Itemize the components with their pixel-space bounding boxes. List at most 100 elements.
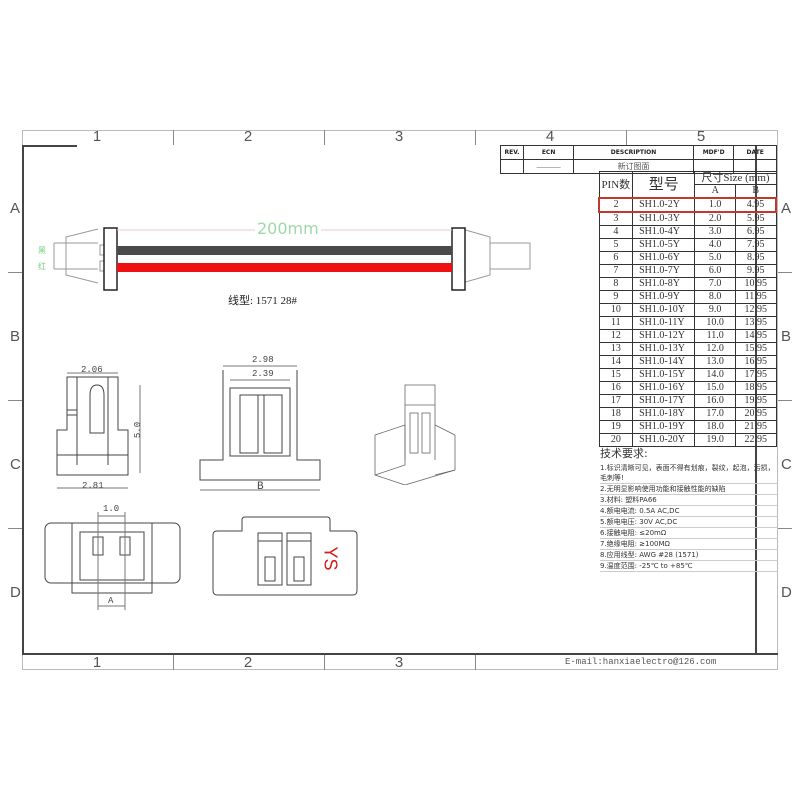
date-header: DATE <box>733 145 777 160</box>
dim-pitch: 1.0 <box>103 504 120 514</box>
requirement-item: 2.无明显影响使用功能和接触性能的缺陷 <box>600 484 778 495</box>
mdfd-header: MDF'D <box>692 145 735 160</box>
spec-cell-a: 16.0 <box>694 394 736 408</box>
spec-cell-b: 13.95 <box>734 316 777 330</box>
zone-top-5: 5 <box>696 128 706 145</box>
pin-header: PIN数 <box>598 171 634 199</box>
spec-cell-a: 13.0 <box>694 355 736 369</box>
spec-cell-a: 3.0 <box>694 225 736 239</box>
dim-front-inner: 2.39 <box>252 369 274 379</box>
spec-cell-pin: 17 <box>598 394 634 408</box>
email-label: E-mail:hanxiaelectro@126.com <box>565 657 717 667</box>
spec-cell-a: 7.0 <box>694 277 736 291</box>
red-wire <box>117 263 452 272</box>
spec-cell-model: SH1.0-10Y <box>632 303 696 317</box>
spec-cell-a: 1.0 <box>694 197 736 213</box>
black-wire <box>117 246 452 255</box>
spec-cell-model: SH1.0-8Y <box>632 277 696 291</box>
spec-cell-model: SH1.0-18Y <box>632 407 696 421</box>
spec-cell-model: SH1.0-13Y <box>632 342 696 356</box>
dim-front-b: B <box>257 481 264 493</box>
top-view-drawing <box>212 516 358 596</box>
right-connector-body <box>451 227 466 291</box>
spec-cell-a: 2.0 <box>694 211 736 226</box>
b-header: B <box>734 184 777 199</box>
spec-cell-model: SH1.0-5Y <box>632 238 696 252</box>
zone-top-1: 1 <box>92 128 102 145</box>
spec-cell-model: SH1.0-7Y <box>632 264 696 278</box>
zone-left-B: B <box>10 328 21 345</box>
front-view-drawing <box>199 365 321 491</box>
side-view-drawing <box>56 372 141 489</box>
spec-cell-b: 5.95 <box>734 211 777 226</box>
spec-cell-a: 14.0 <box>694 368 736 382</box>
spec-cell-pin: 10 <box>598 303 634 317</box>
model-header: 型号 <box>632 171 696 199</box>
zone-left-D: D <box>10 584 21 601</box>
spec-cell-pin: 2 <box>598 197 634 213</box>
spec-cell-pin: 7 <box>598 264 634 278</box>
spec-cell-model: SH1.0-16Y <box>632 381 696 395</box>
technical-requirements: 技术要求: 1.标识清晰可见，表面不得有划痕，裂纹，起泡，污损，毛刺等! 2.无… <box>600 445 778 572</box>
requirement-item: 7.绝缘电阻: ≥100MΩ <box>600 539 778 550</box>
spec-cell-b: 14.95 <box>734 329 777 343</box>
zone-right-D: D <box>781 584 792 601</box>
spec-cell-a: 8.0 <box>694 290 736 304</box>
requirement-item: 5.额电电压: 30V AC,DC <box>600 517 778 528</box>
spec-cell-pin: 9 <box>598 290 634 304</box>
black-wire-label: 黑 <box>38 246 46 255</box>
spec-cell-pin: 12 <box>598 329 634 343</box>
isometric-view-drawing <box>374 384 456 485</box>
spec-cell-a: 5.0 <box>694 251 736 265</box>
spec-cell-model: SH1.0-17Y <box>632 394 696 408</box>
size-header: 尺寸Size (mm) <box>694 171 777 185</box>
revision-table: REV. ECN DESCRIPTION MDF'D DATE ——— 新订图面 <box>500 145 777 174</box>
spec-cell-a: 11.0 <box>694 329 736 343</box>
spec-cell-model: SH1.0-14Y <box>632 355 696 369</box>
spec-cell-model: SH1.0-4Y <box>632 225 696 239</box>
requirement-item: 9.温度范围: -25℃ to +85℃ <box>600 561 778 572</box>
dim-side-height: 5.0 <box>133 421 144 439</box>
spec-cell-model: SH1.0-11Y <box>632 316 696 330</box>
dim-a: A <box>108 596 114 606</box>
spec-cell-model: SH1.0-2Y <box>632 197 696 213</box>
spec-cell-pin: 8 <box>598 277 634 291</box>
requirements-title: 技术要求: <box>600 447 648 460</box>
spec-cell-pin: 5 <box>598 238 634 252</box>
frame-bottom-edge <box>385 653 757 655</box>
spec-cell-a: 19.0 <box>694 433 736 447</box>
spec-cell-pin: 4 <box>598 225 634 239</box>
spec-cell-b: 15.95 <box>734 342 777 356</box>
requirement-item: 1.标识清晰可见，表面不得有划痕，裂纹，起泡，污损，毛刺等! <box>600 463 778 484</box>
brand-mark: YS <box>320 546 341 571</box>
spec-cell-b: 16.95 <box>734 355 777 369</box>
spec-cell-b: 21.95 <box>734 420 777 434</box>
spec-cell-b: 19.95 <box>734 394 777 408</box>
spec-cell-b: 10.95 <box>734 277 777 291</box>
spec-cell-b: 18.95 <box>734 381 777 395</box>
spec-cell-b: 20.95 <box>734 407 777 421</box>
zone-top-3: 3 <box>394 128 404 145</box>
spec-cell-model: SH1.0-6Y <box>632 251 696 265</box>
length-label: 200mm <box>255 219 321 238</box>
ecn-header: ECN <box>522 145 575 160</box>
spec-cell-a: 9.0 <box>694 303 736 317</box>
spec-cell-model: SH1.0-9Y <box>632 290 696 304</box>
spec-cell-a: 6.0 <box>694 264 736 278</box>
requirement-item: 4.额电电流: 0.5A AC,DC <box>600 506 778 517</box>
spec-cell-pin: 14 <box>598 355 634 369</box>
